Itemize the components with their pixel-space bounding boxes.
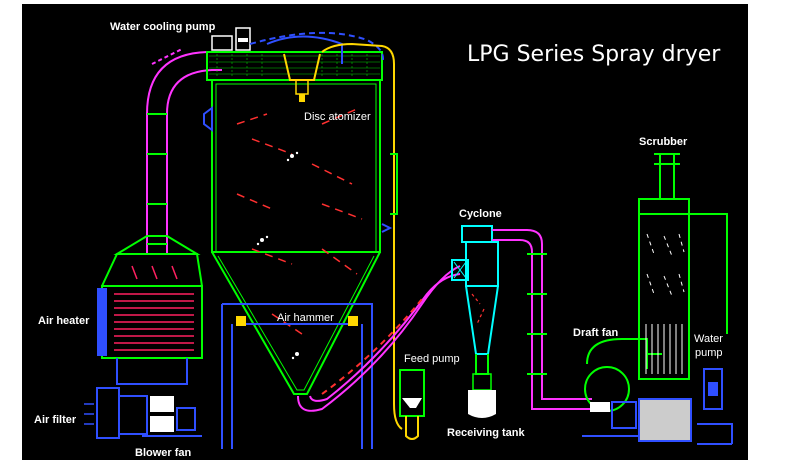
water-pump [697,368,733,445]
draft-fan [582,338,662,437]
label-cyclone: Cyclone [459,208,502,220]
chamber-fittings [203,106,393,233]
air-filter-assembly [84,387,148,439]
label-water-pump-line2: pump [695,347,723,359]
cyclone-exhaust-duct [492,229,592,410]
feed-line [321,42,403,430]
label-feed-pump: Feed pump [404,353,460,365]
hot-air-duct [146,48,222,254]
water-cooling-pump [211,27,384,65]
label-water-pump-line1: Water [694,333,723,345]
label-receiving-tank: Receiving tank [447,427,525,439]
label-air-heater: Air heater [38,315,90,327]
blower-fan [142,396,202,437]
spray-dryer-schematic [84,27,733,449]
label-air-filter: Air filter [34,414,77,426]
diagram-canvas: LPG Series Spray dryer Water cooling pum… [22,4,748,460]
diagram-title: LPG Series Spray dryer [467,42,721,67]
air-heater [97,235,203,385]
label-draft-fan: Draft fan [573,327,619,339]
drying-chamber [206,51,383,395]
label-scrubber: Scrubber [639,136,688,148]
label-air-hammer: Air hammer [277,312,334,324]
label-water-cooling-pump: Water cooling pump [110,21,216,33]
receiving-tank [468,373,496,418]
feed-pump [399,369,425,440]
label-blower-fan: Blower fan [135,447,192,459]
label-disc-atomizer: Disc atomizer [304,111,371,123]
support-frame [221,303,373,449]
cyclone [451,225,499,375]
product-duct [297,265,461,412]
scrubber [638,153,728,442]
